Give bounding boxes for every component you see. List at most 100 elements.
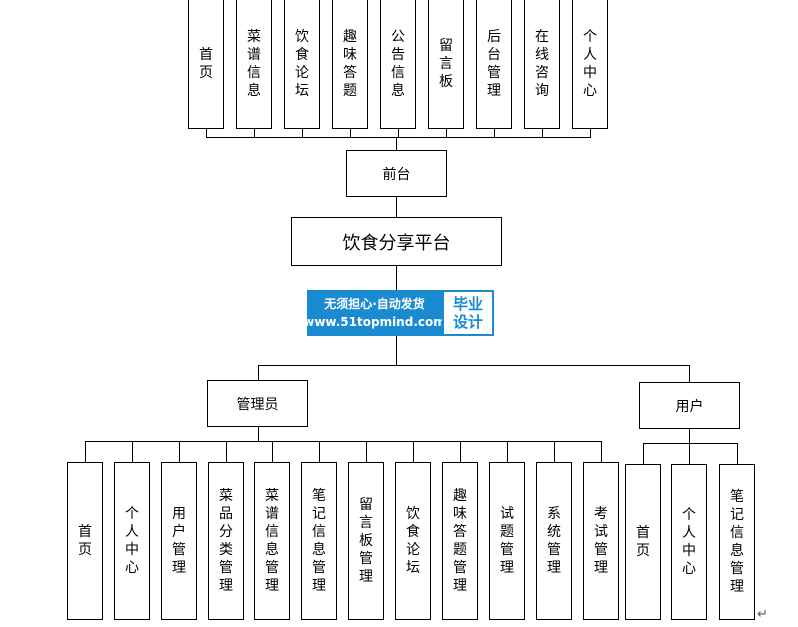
user-item-2: 个人中心 [671,464,707,620]
frontend-item-2-label: 菜谱信息 [247,28,261,99]
admin-item-2: 个人中心 [114,462,150,620]
admin-item-connector-6 [319,441,320,463]
watermark-badge-line1: 毕业 [452,295,483,313]
frontend-item-3: 饮食论坛 [284,0,320,129]
admin-item-connector-5 [272,441,273,463]
user-bus-line [643,443,737,444]
user-item-2-label: 个人中心 [682,507,696,577]
frontend-item-connector-7 [494,128,495,138]
user-connector-line [689,365,690,383]
admin-item-9-label: 趣味答题管理 [453,488,467,594]
watermark-logo: 无须担心·自动发货 www.51topmind.com 毕业 设计 [303,290,494,336]
frontend-item-9: 个人中心 [572,0,608,129]
admin-item-connector-7 [366,441,367,463]
watermark-line1: 无须担心·自动发货 [324,297,425,311]
watermark-text: 无须担心·自动发货 www.51topmind.com [303,290,446,336]
root-to-split-line [396,336,397,366]
frontend-item-1: 首页 [188,0,224,129]
watermark-badge: 毕业 设计 [442,290,494,336]
frontend-item-connector-3 [302,128,303,138]
frontend-item-8-label: 在线咨询 [535,28,549,99]
frontend-item-5: 公告信息 [380,0,416,129]
frontend-item-7: 后台管理 [476,0,512,129]
admin-item-1: 首页 [67,462,103,620]
admin-item-connector-3 [179,441,180,463]
admin-item-11-label: 系统管理 [547,506,561,576]
frontend-item-7-label: 后台管理 [487,28,501,99]
admin-item-6: 笔记信息管理 [301,462,337,620]
frontend-item-connector-6 [446,128,447,138]
admin-item-8: 饮食论坛 [395,462,431,620]
admin-item-12-label: 考试管理 [594,506,608,576]
admin-bus-line [85,441,601,442]
admin-item-11: 系统管理 [536,462,572,620]
role-split-line [258,365,690,366]
admin-item-10: 试题管理 [489,462,525,620]
admin-item-4: 菜品分类管理 [208,462,244,620]
admin-item-7-label: 留言板管理 [359,497,373,585]
user-box-label: 用户 [675,398,704,415]
frontend-item-connector-5 [398,128,399,138]
frontend-item-4: 趣味答题 [332,0,368,129]
frontend-item-5-label: 公告信息 [391,28,405,99]
frontend-item-connector-2 [254,128,255,138]
admin-item-2-label: 个人中心 [125,506,139,576]
frontend-item-6-label: 留言板 [439,37,453,90]
watermark-url: www.51topmind.com [303,315,446,329]
admin-item-1-label: 首页 [78,524,92,558]
admin-item-connector-8 [413,441,414,463]
frontend-item-6: 留言板 [428,0,464,129]
admin-trunk-line [258,426,259,442]
admin-item-connector-10 [507,441,508,463]
admin-item-3: 用户管理 [161,462,197,620]
admin-item-connector-11 [554,441,555,463]
admin-item-6-label: 笔记信息管理 [312,488,326,594]
admin-item-3-label: 用户管理 [172,506,186,576]
root-down-line [396,265,397,291]
frontend-item-connector-4 [350,128,351,138]
frontend-item-9-label: 个人中心 [583,28,597,99]
return-mark: ↵ [757,607,768,622]
admin-item-connector-12 [601,441,602,463]
admin-box-label: 管理员 [236,396,279,413]
frontend-item-4-label: 趣味答题 [343,28,357,99]
admin-item-4-label: 菜品分类管理 [219,488,233,594]
user-item-connector-3 [737,443,738,465]
user-item-connector-2 [689,443,690,465]
root-box-label: 饮食分享平台 [342,232,451,254]
user-item-3-label: 笔记信息管理 [730,489,744,595]
user-item-connector-1 [643,443,644,465]
frontend-bus-line [206,137,591,138]
admin-item-connector-9 [460,441,461,463]
user-trunk-line [689,428,690,444]
frontend-trunk-line [396,137,397,151]
admin-item-10-label: 试题管理 [500,506,514,576]
admin-item-connector-1 [85,441,86,463]
root-box: 饮食分享平台 [291,217,502,266]
watermark-badge-line2: 设计 [452,313,483,331]
frontend-box-label: 前台 [382,166,411,183]
admin-item-5-label: 菜谱信息管理 [265,488,279,594]
frontend-item-connector-9 [590,128,591,138]
user-box: 用户 [639,382,740,429]
admin-item-connector-2 [132,441,133,463]
admin-item-5: 菜谱信息管理 [254,462,290,620]
frontend-item-8: 在线咨询 [524,0,560,129]
admin-connector-line [258,365,259,381]
frontend-to-root-line [396,196,397,218]
admin-box: 管理员 [207,380,308,427]
frontend-item-2: 菜谱信息 [236,0,272,129]
frontend-box: 前台 [346,150,447,197]
admin-item-7: 留言板管理 [348,462,384,620]
frontend-item-connector-8 [542,128,543,138]
frontend-item-connector-1 [206,128,207,138]
frontend-item-1-label: 首页 [199,46,213,81]
frontend-item-3-label: 饮食论坛 [295,28,309,99]
user-item-1-label: 首页 [636,525,650,559]
admin-item-8-label: 饮食论坛 [406,506,420,576]
admin-item-12: 考试管理 [583,462,619,620]
user-item-1: 首页 [625,464,661,620]
admin-item-9: 趣味答题管理 [442,462,478,620]
admin-item-connector-4 [226,441,227,463]
